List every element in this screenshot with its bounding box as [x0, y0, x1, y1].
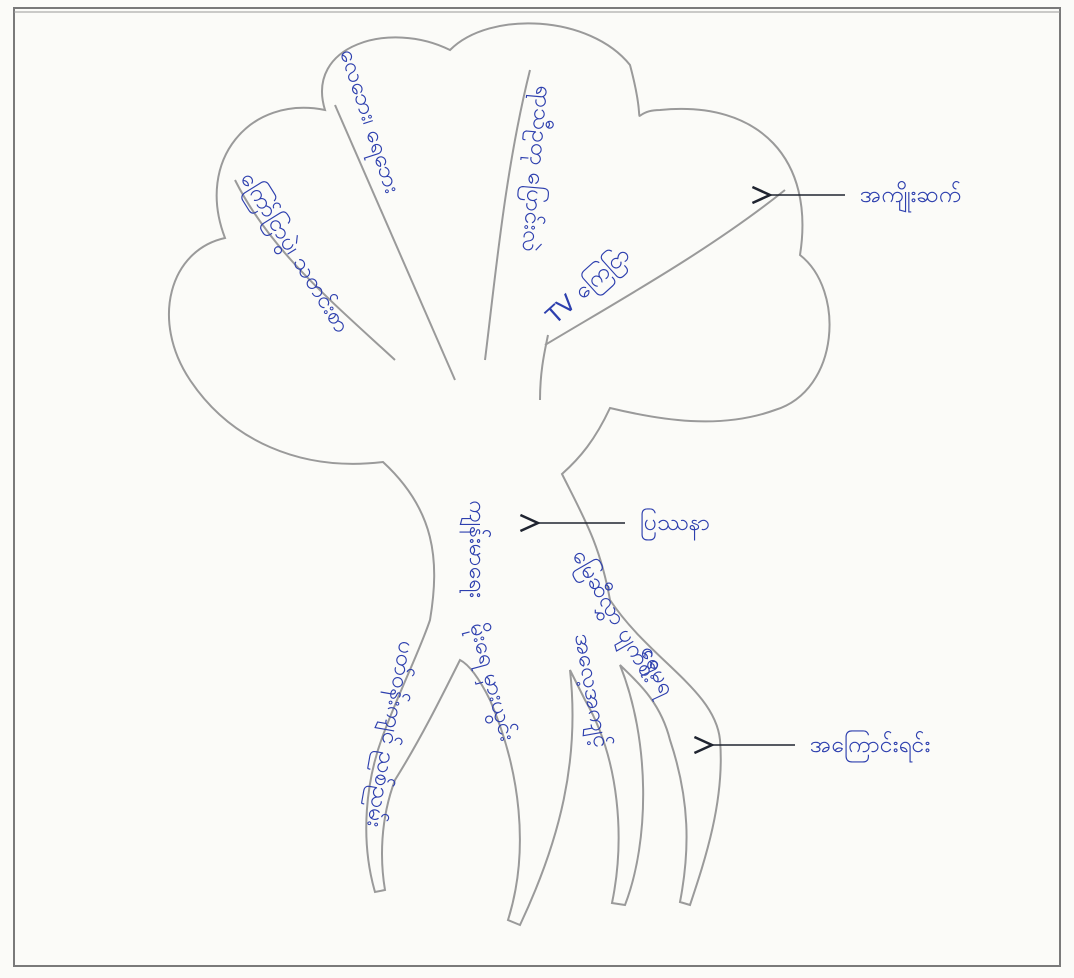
branch-line-5 [540, 335, 548, 400]
leaf-text-3: ရာသီဥတု ပြောင်းလဲ [512, 84, 557, 253]
root-text-1: ပတ်ဝန်းကျင် ညစ်ညမ်း [357, 638, 419, 829]
leaf-text-1: ကြော်ငြာပွဲ၊ သတင်းစာ [231, 167, 356, 340]
branch-line-4 [545, 190, 785, 345]
root-text-2: မိုးရေ မှားယွင်း [459, 620, 520, 745]
tree-outline [169, 23, 830, 925]
trunk-text: ကျန်းမာရေး [460, 500, 490, 598]
branch-line-2 [335, 105, 455, 380]
label-roots: အကြောင်းရင်း [810, 731, 930, 762]
label-leaves: အကျိုးဆက် [860, 182, 961, 213]
label-trunk: ပြဿနာ [640, 509, 710, 540]
